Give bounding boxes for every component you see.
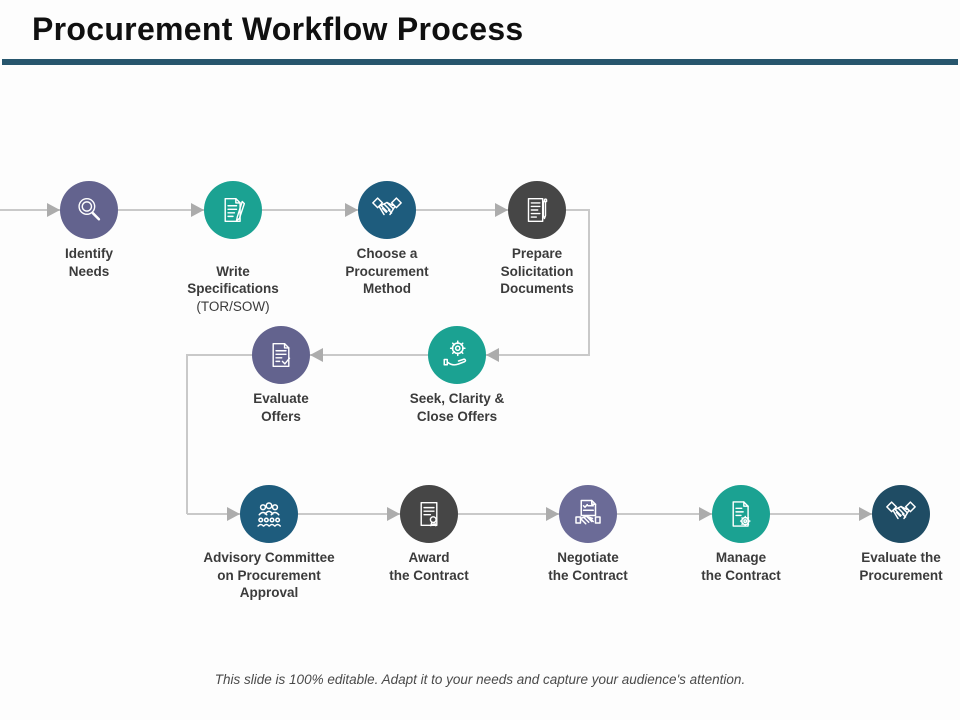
arrowhead-icon: [495, 203, 508, 217]
step-label: Evaluate the Procurement: [859, 550, 943, 583]
document-pen-icon: [527, 197, 548, 223]
connector-row3: [187, 513, 901, 515]
certificate-icon: [420, 501, 438, 527]
document-handshake-icon: [575, 499, 601, 525]
step-sublabel: (TOR/SOW): [196, 298, 270, 314]
step-label: Identify Needs: [64, 246, 113, 279]
step-circle: [508, 181, 566, 239]
step-label-main: Write Specifications: [187, 263, 279, 297]
handshake-icon: [886, 501, 916, 520]
step-label: Award the Contract: [389, 550, 469, 583]
step-label: Seek, Clarity & Close Offers: [409, 391, 505, 424]
step-circle: [204, 181, 262, 239]
document-gear-icon: [732, 501, 751, 527]
handshake-icon: [372, 197, 402, 216]
document-pencil-icon: [224, 197, 246, 223]
arrowhead-icon: [699, 507, 712, 521]
page-title: Procurement Workflow Process: [32, 11, 524, 47]
arrowhead-icon: [387, 507, 400, 521]
step-circle: [872, 485, 930, 543]
step-circle: [559, 485, 617, 543]
gear-hand-icon: [443, 340, 467, 366]
title-underline: [2, 59, 958, 65]
arrowhead-icon: [227, 507, 240, 521]
connector-left-elbow: [186, 355, 188, 514]
arrowhead-icon: [47, 203, 60, 217]
arrowhead-icon: [486, 348, 499, 362]
people-group-icon: [257, 502, 281, 527]
connector-row1: [0, 209, 590, 211]
checklist-document-icon: [272, 342, 291, 368]
magnifier-icon: [78, 197, 101, 221]
step-label: Choose a Procurement Method: [345, 246, 429, 296]
arrowhead-icon: [310, 348, 323, 362]
step-label: Manage the Contract: [701, 550, 781, 583]
step-circle: [252, 326, 310, 384]
editable-note: This slide is 100% editable. Adapt it to…: [214, 672, 746, 687]
step-circle: [400, 485, 458, 543]
step-circle: [712, 485, 770, 543]
arrowhead-icon: [345, 203, 358, 217]
step-circle: [240, 485, 298, 543]
step-circle: [60, 181, 118, 239]
step-label: Negotiate the Contract: [548, 550, 628, 583]
step-label: Evaluate Offers: [253, 391, 309, 424]
step-label: Prepare Solicitation Documents: [500, 246, 574, 296]
arrowhead-icon: [546, 507, 559, 521]
step-label: Advisory Committee on Procurement Approv…: [203, 550, 335, 600]
arrowhead-icon: [859, 507, 872, 521]
connector-right-elbow: [588, 210, 590, 355]
step-circle: [428, 326, 486, 384]
step-label: Write Specifications (TOR/SOW): [143, 245, 323, 333]
connector-row2: [186, 354, 590, 356]
arrowhead-icon: [191, 203, 204, 217]
step-circle: [358, 181, 416, 239]
